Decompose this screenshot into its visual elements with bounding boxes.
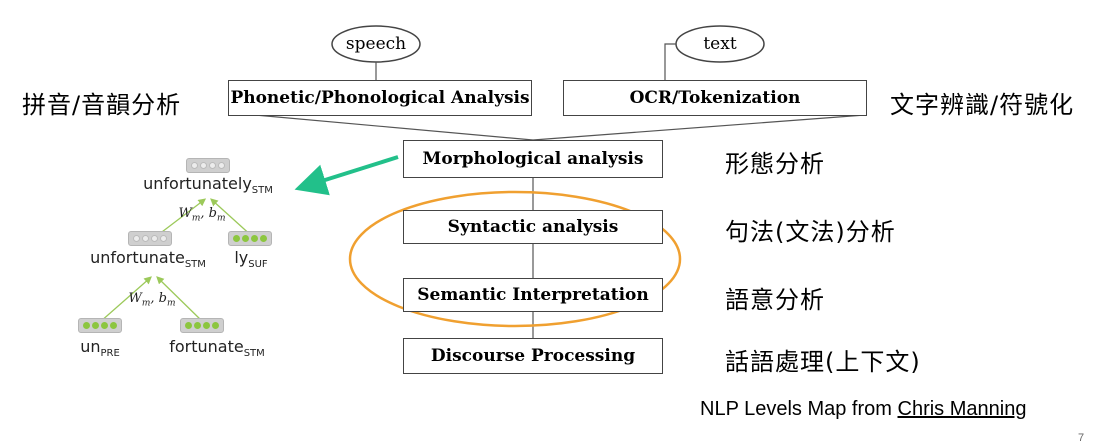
credit-prefix: NLP Levels Map from <box>700 398 898 420</box>
phonetic-to-morph-line <box>254 114 534 141</box>
tree-weight-label-top: Wm, bm <box>178 206 226 224</box>
morph-tree-arrow <box>294 155 399 196</box>
discourse-chinese-label: 話語處理(上下文) <box>725 348 921 376</box>
semantic-chinese-label: 語意分析 <box>725 286 825 314</box>
morphological-chinese-label: 形態分析 <box>725 150 825 178</box>
speech-input-label: speech <box>345 34 407 54</box>
phonetic-analysis-box: Phonetic/Phonological Analysis <box>228 80 532 116</box>
ocr-chinese-label: 文字辨識/符號化 <box>890 91 1075 119</box>
credit-author-link[interactable]: Chris Manning <box>897 398 1027 420</box>
tree-leaf-left-label: unPRE <box>80 337 120 360</box>
ocr-tokenization-box: OCR/Tokenization <box>563 80 867 116</box>
text-input-label: text <box>703 34 737 54</box>
discourse-processing-box: Discourse Processing <box>403 338 663 374</box>
tree-leaf-right-label: fortunateSTM <box>169 337 265 360</box>
tree-weight-label-bottom: Wm, bm <box>128 291 176 309</box>
word-vector-icon <box>186 158 230 173</box>
tree-mid-left-label: unfortunateSTM <box>90 248 206 271</box>
tree-edge <box>156 276 204 323</box>
tree-root-label: unfortunatelySTM <box>143 174 273 197</box>
syntax-semantics-highlight <box>348 190 682 328</box>
morphological-analysis-box: Morphological analysis <box>403 140 663 178</box>
tree-edge <box>99 276 152 323</box>
phonetic-chinese-label: 拼音/音韻分析 <box>22 91 182 119</box>
ocr-to-morph-line <box>532 114 866 141</box>
word-vector-icon <box>128 231 172 246</box>
word-vector-icon <box>78 318 122 333</box>
text-connector <box>664 43 676 80</box>
syntactic-chinese-label: 句法(文法)分析 <box>725 218 896 246</box>
word-vector-icon <box>228 231 272 246</box>
syntactic-analysis-box: Syntactic analysis <box>403 210 663 244</box>
tree-mid-right-label: lySUF <box>234 248 268 271</box>
source-credit: NLP Levels Map from Chris Manning <box>700 398 1026 421</box>
semantic-interpretation-box: Semantic Interpretation <box>403 278 663 312</box>
word-vector-icon <box>180 318 224 333</box>
page-number: 7 <box>1078 432 1085 444</box>
